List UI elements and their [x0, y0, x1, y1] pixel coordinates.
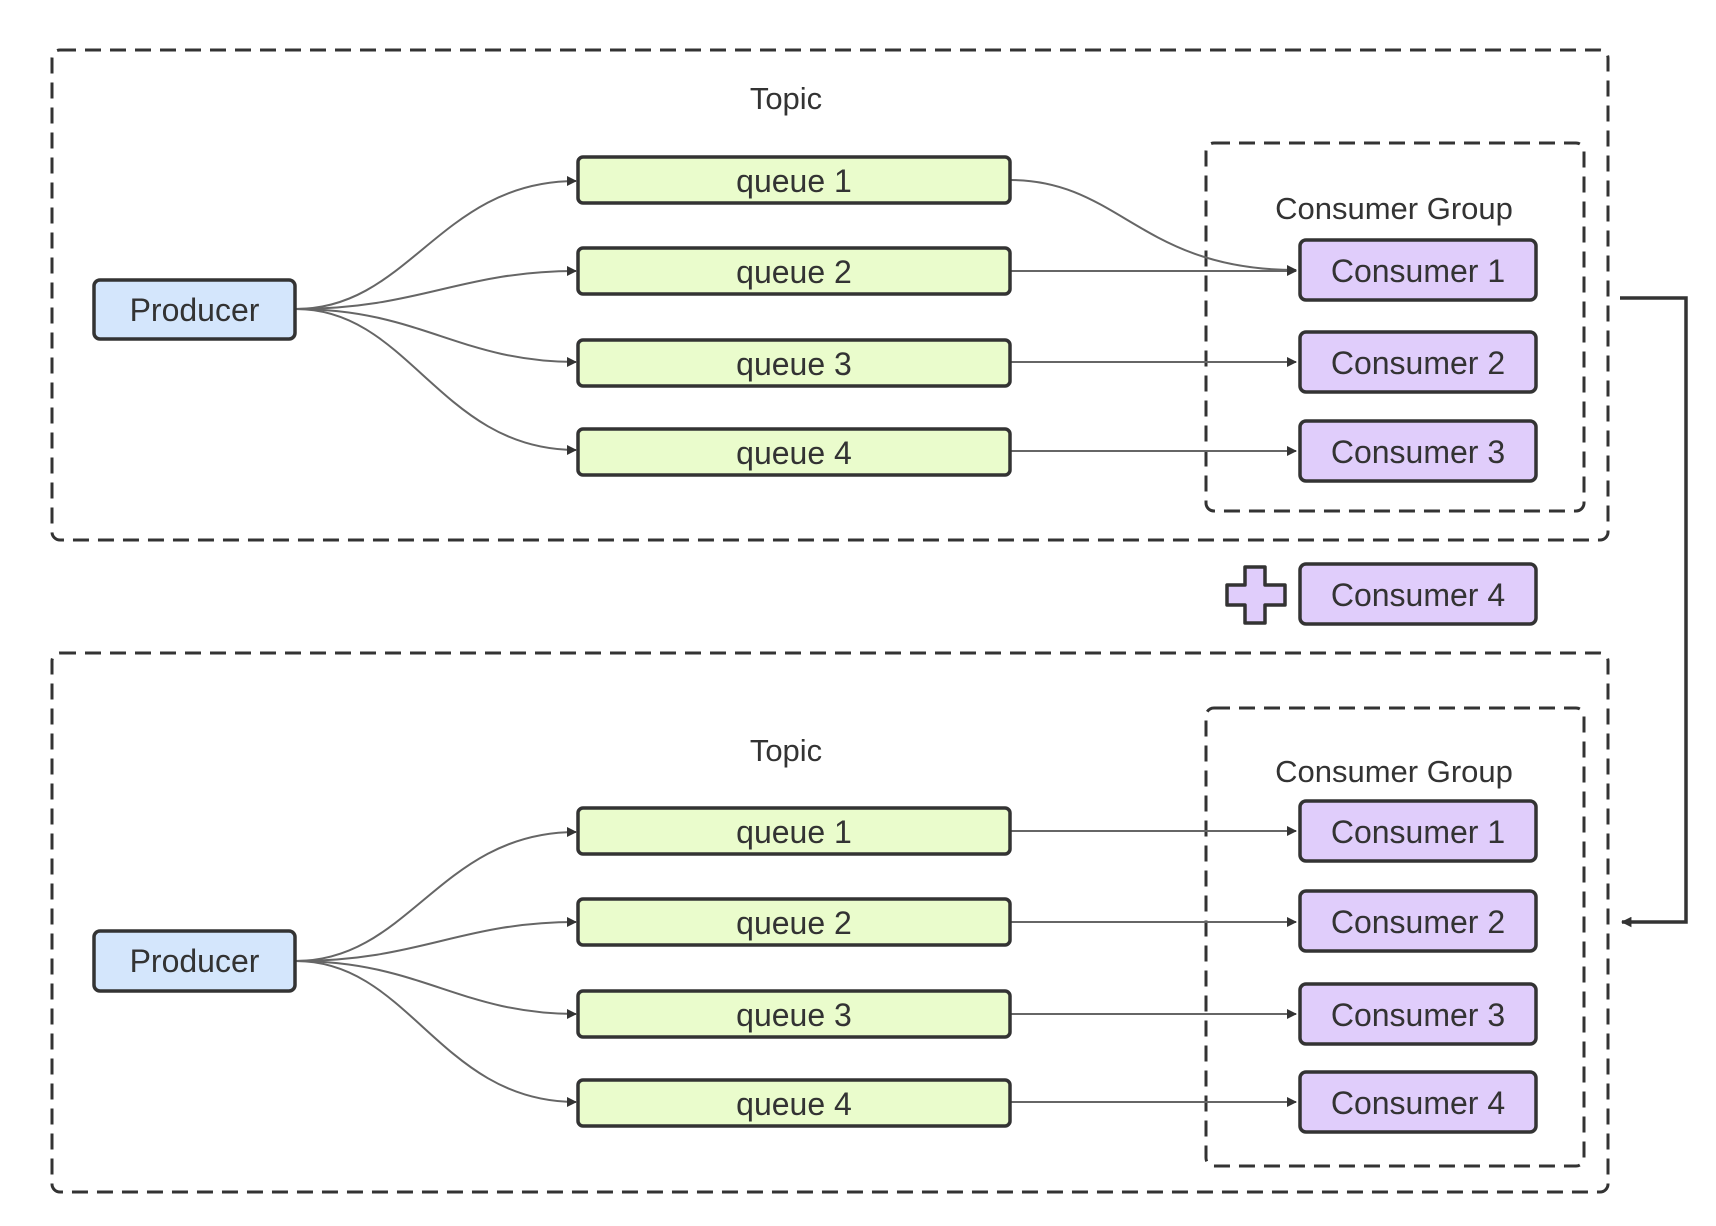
added-consumer-node: Consumer 4 [1298, 562, 1538, 626]
top-producer-label: Producer [130, 292, 260, 328]
top-consumer-label: Consumer 2 [1331, 345, 1505, 381]
bottom-queue-node: queue 2 [576, 897, 1012, 947]
top-queue-label: queue 1 [736, 163, 852, 199]
bottom-topic-label: Topic [750, 733, 822, 768]
top-consumer-node: Consumer 1 [1298, 238, 1538, 302]
bottom-consumer-group-label: Consumer Group [1275, 754, 1513, 789]
bottom-edge-producer-queue-3 [295, 960, 577, 1019]
bottom-consumer-node: Consumer 1 [1298, 799, 1538, 863]
bottom-consumer-node: Consumer 2 [1298, 889, 1538, 953]
bottom-panel: Topic Consumer Group Producer queue 1 qu… [50, 651, 1610, 1194]
bottom-consumer-node: Consumer 4 [1298, 1070, 1538, 1134]
bottom-consumer-node: Consumer 3 [1298, 982, 1538, 1046]
bottom-queue-node: queue 1 [576, 806, 1012, 856]
bottom-edge-producer-queue-1 [295, 827, 577, 962]
bottom-queue-node: queue 3 [576, 989, 1012, 1039]
top-consumer-label: Consumer 1 [1331, 253, 1505, 289]
top-queue-label: queue 2 [736, 254, 852, 290]
bottom-queue-node: queue 4 [576, 1078, 1012, 1128]
top-panel: Topic Consumer Group Producer queue 1 qu… [50, 48, 1610, 542]
bottom-edge-producer-queue-2 [295, 917, 577, 962]
bottom-queue-label: queue 1 [736, 814, 852, 850]
bottom-producer-label: Producer [130, 943, 260, 979]
bottom-consumer-label: Consumer 4 [1331, 1085, 1505, 1121]
bottom-producer-node: Producer [92, 929, 297, 993]
bottom-topic-frame [50, 651, 1610, 1194]
top-queue-label: queue 4 [736, 435, 852, 471]
bottom-queue-label: queue 2 [736, 905, 852, 941]
bottom-queue-label: queue 3 [736, 997, 852, 1033]
bottom-edge-producer-queue-4 [295, 960, 577, 1107]
top-queue-node: queue 4 [576, 427, 1012, 477]
added-consumer-row: Consumer 4 [1225, 562, 1538, 626]
top-consumer-node: Consumer 2 [1298, 330, 1538, 394]
top-consumer-label: Consumer 3 [1331, 434, 1505, 470]
top-queue-node: queue 2 [576, 246, 1012, 296]
top-queue-node: queue 3 [576, 338, 1012, 388]
top-consumer-group-frame [1204, 141, 1586, 513]
top-queue-label: queue 3 [736, 346, 852, 382]
bottom-queue-label: queue 4 [736, 1086, 852, 1122]
bottom-consumer-label: Consumer 2 [1331, 904, 1505, 940]
top-edge-producer-queue-3 [295, 308, 577, 367]
rebalance-arrow [1620, 296, 1688, 928]
bottom-consumer-group-frame [1204, 706, 1586, 1168]
top-producer-node: Producer [92, 278, 297, 341]
top-consumer-node: Consumer 3 [1298, 419, 1538, 483]
top-edge-producer-queue-2 [295, 266, 577, 310]
top-topic-label: Topic [750, 81, 822, 116]
top-edge-queue-1-consumer-1 [1009, 179, 1297, 275]
bottom-consumer-label: Consumer 3 [1331, 997, 1505, 1033]
top-edge-producer-queue-1 [295, 176, 577, 310]
top-edge-producer-queue-4 [295, 308, 577, 455]
top-queue-node: queue 1 [576, 155, 1012, 205]
bottom-consumer-label: Consumer 1 [1331, 814, 1505, 850]
plus-icon [1225, 565, 1287, 625]
added-consumer-label: Consumer 4 [1331, 577, 1505, 613]
top-topic-frame [50, 48, 1610, 542]
top-consumer-group-label: Consumer Group [1275, 191, 1513, 226]
